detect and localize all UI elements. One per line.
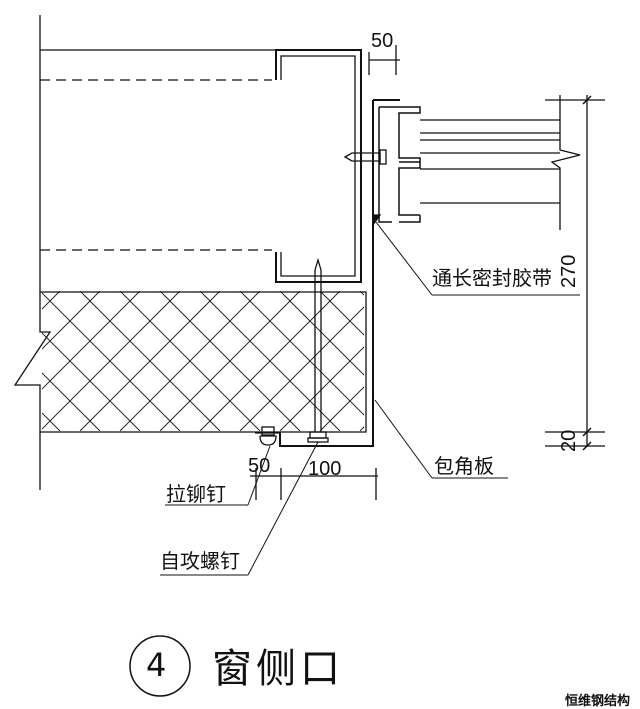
hatch-line — [400, 291, 540, 431]
hatch-line — [480, 291, 620, 431]
label-sealant-tape: 通长密封胶带 — [432, 266, 552, 290]
hatch-line — [79, 291, 221, 431]
hatch-line — [0, 291, 20, 431]
watermark: 恒维钢结构 — [565, 694, 631, 709]
label-self-tapping-screw: 自攻螺钉 — [160, 549, 240, 573]
hatch-line — [359, 426, 364, 431]
hatch-line — [119, 291, 261, 431]
insulation-panel — [13, 291, 367, 433]
hatch-line — [480, 291, 620, 431]
hatch-line — [42, 291, 141, 390]
dim-top-50: 50 — [371, 30, 394, 52]
dim-270: 270 — [558, 254, 580, 288]
hatch-line — [0, 291, 20, 431]
hatch-line — [560, 291, 640, 431]
hatch-line — [159, 291, 301, 431]
hatch-line — [440, 291, 580, 431]
hatch-line — [42, 291, 61, 310]
corner-plate — [279, 100, 374, 447]
hatch-line — [42, 291, 101, 350]
hatch-line — [199, 291, 341, 431]
hatch-line — [42, 372, 101, 431]
hatch-line — [319, 386, 364, 431]
detail-number-circle — [129, 635, 191, 697]
label-rivet: 拉铆钉 — [166, 482, 226, 506]
dim-20: 20 — [558, 429, 580, 452]
hatch-line — [239, 306, 364, 431]
hatch-line — [42, 412, 61, 431]
hatch-line — [279, 346, 364, 431]
hatch-line — [520, 291, 640, 431]
hatch-line — [400, 291, 540, 431]
detail-number: 4 — [146, 646, 167, 684]
dim-bottom-50: 50 — [248, 455, 271, 477]
hatch-line — [319, 291, 364, 336]
detail-title: 窗侧口 — [212, 646, 344, 692]
hatch-line — [359, 291, 364, 296]
hatch-line — [440, 291, 580, 431]
hatch-line — [560, 291, 640, 431]
dim-bottom-100: 100 — [308, 458, 342, 480]
label-corner-plate: 包角板 — [434, 454, 494, 478]
hatch-line — [42, 291, 181, 430]
hatch-line — [520, 291, 640, 431]
